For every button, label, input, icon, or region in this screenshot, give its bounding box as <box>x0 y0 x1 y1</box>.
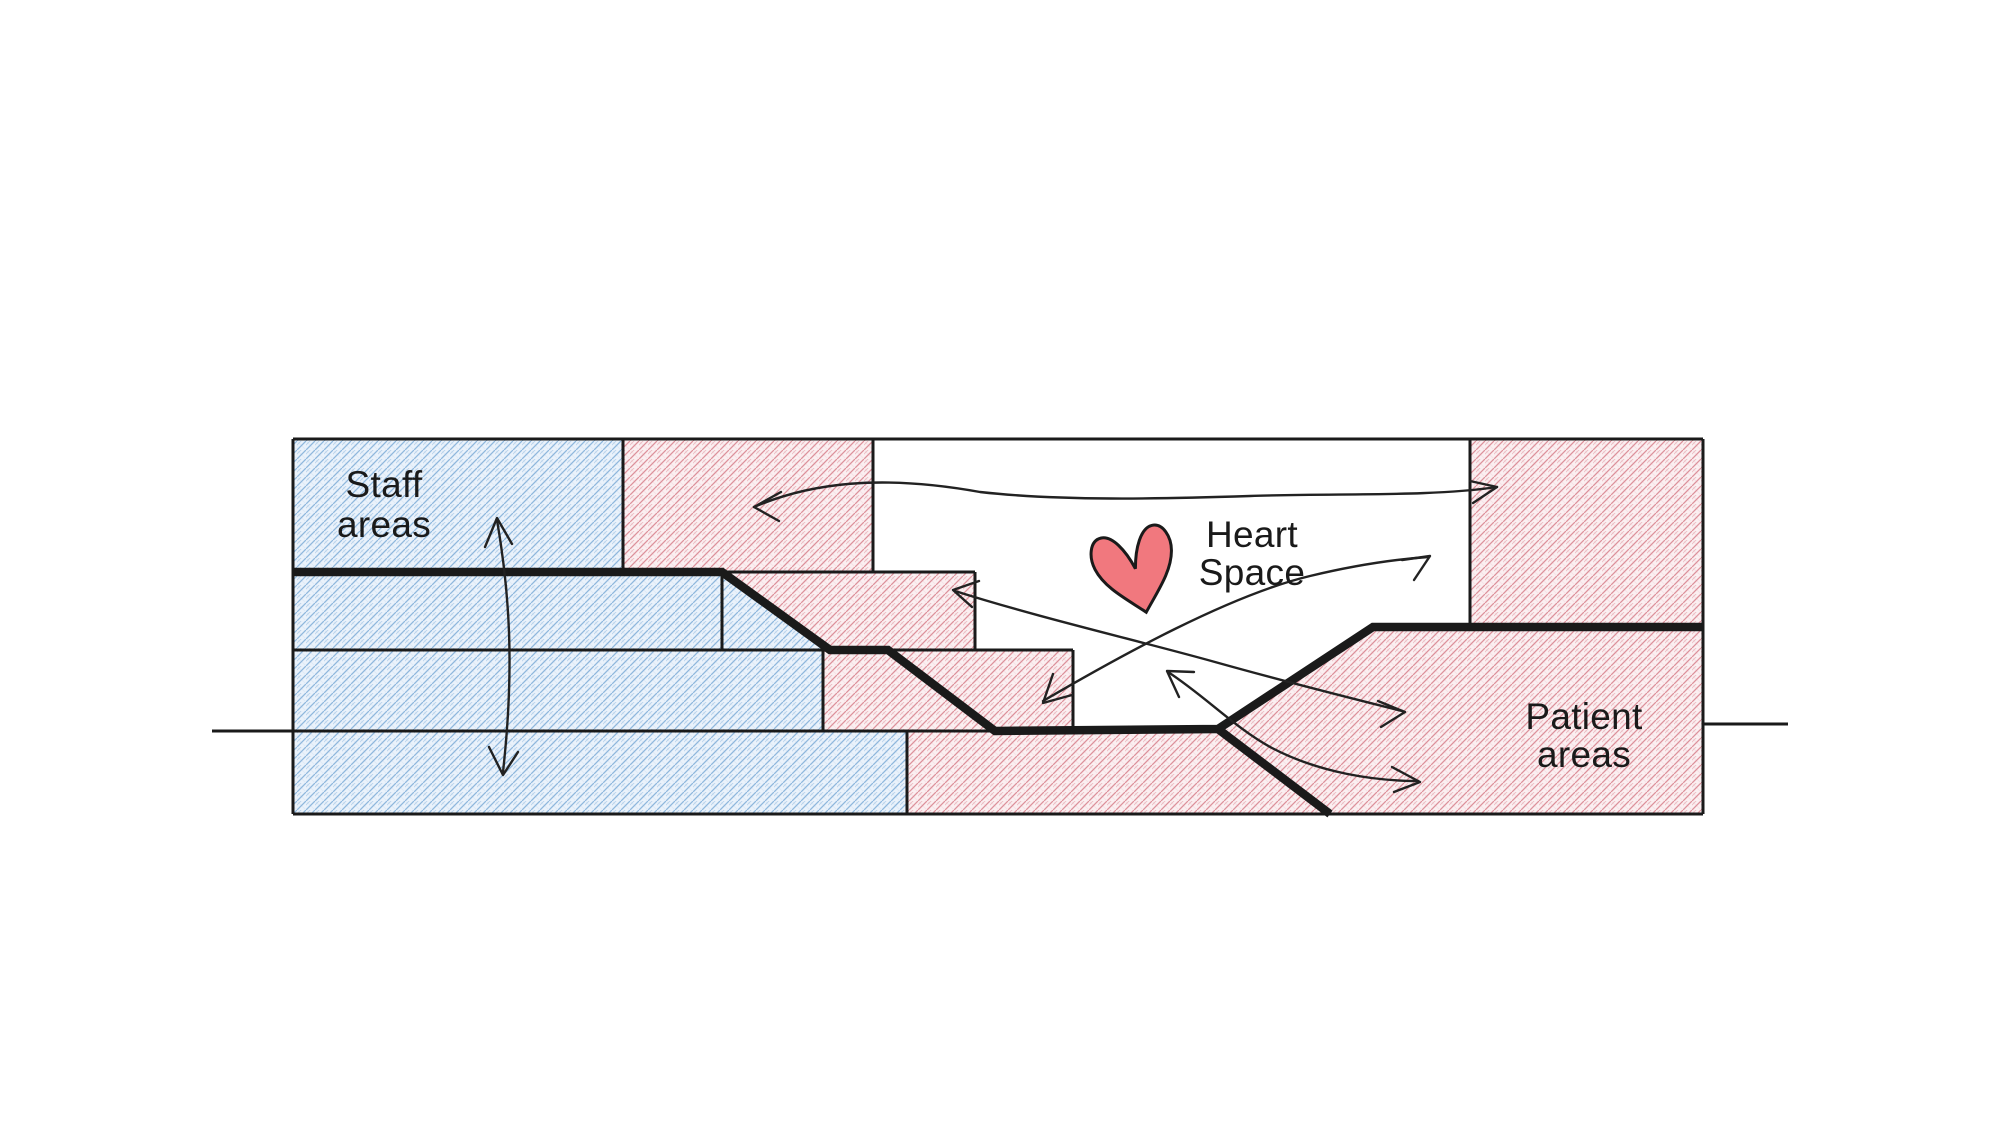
staff-areas-label-line1: Staff <box>346 464 423 505</box>
patient-block-level1 <box>623 439 873 572</box>
arrowhead-upleft2-icon <box>1165 669 1196 699</box>
heart-space-label-line2: Space <box>1199 552 1305 593</box>
flow-arrow-step3-upperright <box>1041 554 1432 705</box>
arrowhead-right-icon <box>1468 479 1499 505</box>
heart-space-label-line1: Heart <box>1206 514 1298 555</box>
flow-arrow-heartspace-horizontal <box>752 479 1499 523</box>
flow-arrow-staff-vertical <box>483 516 520 777</box>
flow-arrow-step2-wedge <box>951 579 1407 729</box>
staff-area-level2 <box>293 572 830 650</box>
arrowhead-right2-icon <box>1376 699 1407 729</box>
arrowhead-upleft-icon <box>951 579 981 609</box>
patient-areas-label-line1: Patient <box>1525 696 1643 737</box>
patient-area-upper-right <box>1470 439 1703 627</box>
staff-area-level1 <box>293 439 623 572</box>
labels-group: Staff areas Heart Space Patient areas <box>337 464 1643 775</box>
zone-boundary-group <box>293 567 1703 818</box>
arrowhead-upright-icon <box>1400 554 1432 582</box>
patient-areas-group <box>623 439 1703 814</box>
patient-area-main <box>907 627 1703 814</box>
patient-areas-label-line2: areas <box>1537 734 1631 775</box>
staff-areas-label-line2: areas <box>337 504 431 545</box>
patient-step-level2 <box>722 572 975 650</box>
arrowhead-downleft-icon <box>1041 672 1074 705</box>
staff-areas-group <box>293 439 907 814</box>
staff-area-level3 <box>293 650 823 731</box>
boundary-line-main <box>293 567 1703 736</box>
arrowhead-left-icon <box>752 490 783 523</box>
arrowhead-up-icon <box>483 516 514 549</box>
staff-area-level4 <box>293 731 907 814</box>
arrowhead-downright-icon <box>1390 765 1422 794</box>
heart-icon <box>1087 522 1185 622</box>
arrowhead-down-icon <box>487 745 520 777</box>
flow-arrow-heartspace-patient <box>1165 669 1422 794</box>
boundary-line-lower-branch <box>1215 725 1333 818</box>
flow-arrows <box>483 479 1499 794</box>
